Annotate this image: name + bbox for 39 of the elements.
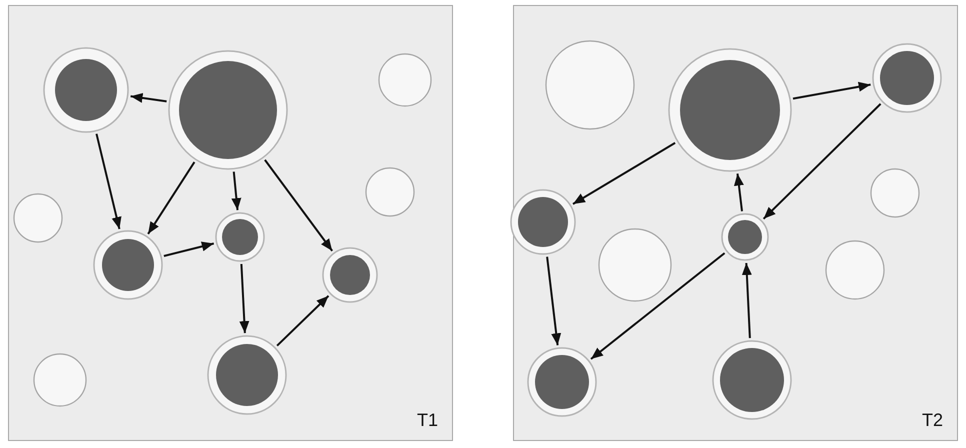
node-circle — [526, 346, 596, 416]
node-circle — [92, 230, 162, 300]
arrow — [147, 162, 196, 234]
arrow — [742, 262, 752, 338]
arrow — [546, 256, 562, 346]
node-circle — [214, 212, 264, 262]
node-circle — [168, 50, 288, 170]
node-circle — [510, 188, 576, 254]
arrow — [572, 142, 676, 205]
empty-circle — [378, 52, 432, 106]
empty-circle — [364, 166, 414, 216]
node-circle — [42, 46, 128, 132]
node-circle — [322, 246, 378, 302]
panel — [513, 5, 958, 441]
arrow — [792, 82, 871, 100]
empty-circle — [824, 240, 884, 300]
panel-label: T2 — [922, 410, 943, 430]
node-circle — [668, 48, 792, 172]
empty-circle — [32, 352, 86, 406]
arrow — [762, 103, 882, 220]
arrow — [164, 242, 214, 257]
node-circle — [712, 340, 792, 420]
arrow — [96, 134, 122, 230]
panel — [8, 5, 453, 441]
panel-label: T1 — [416, 410, 438, 430]
empty-circle — [12, 192, 62, 242]
arrow — [734, 173, 744, 212]
node-circle — [872, 42, 942, 112]
arrow — [239, 264, 250, 334]
empty-circle — [870, 168, 920, 218]
arrow — [130, 93, 167, 103]
arrow — [231, 172, 242, 210]
node-circle — [206, 334, 286, 414]
node-circle — [720, 212, 768, 260]
arrow — [264, 159, 333, 252]
arrow — [276, 295, 330, 346]
empty-circle — [544, 40, 634, 130]
empty-circle — [598, 228, 672, 302]
arrow — [590, 252, 726, 360]
